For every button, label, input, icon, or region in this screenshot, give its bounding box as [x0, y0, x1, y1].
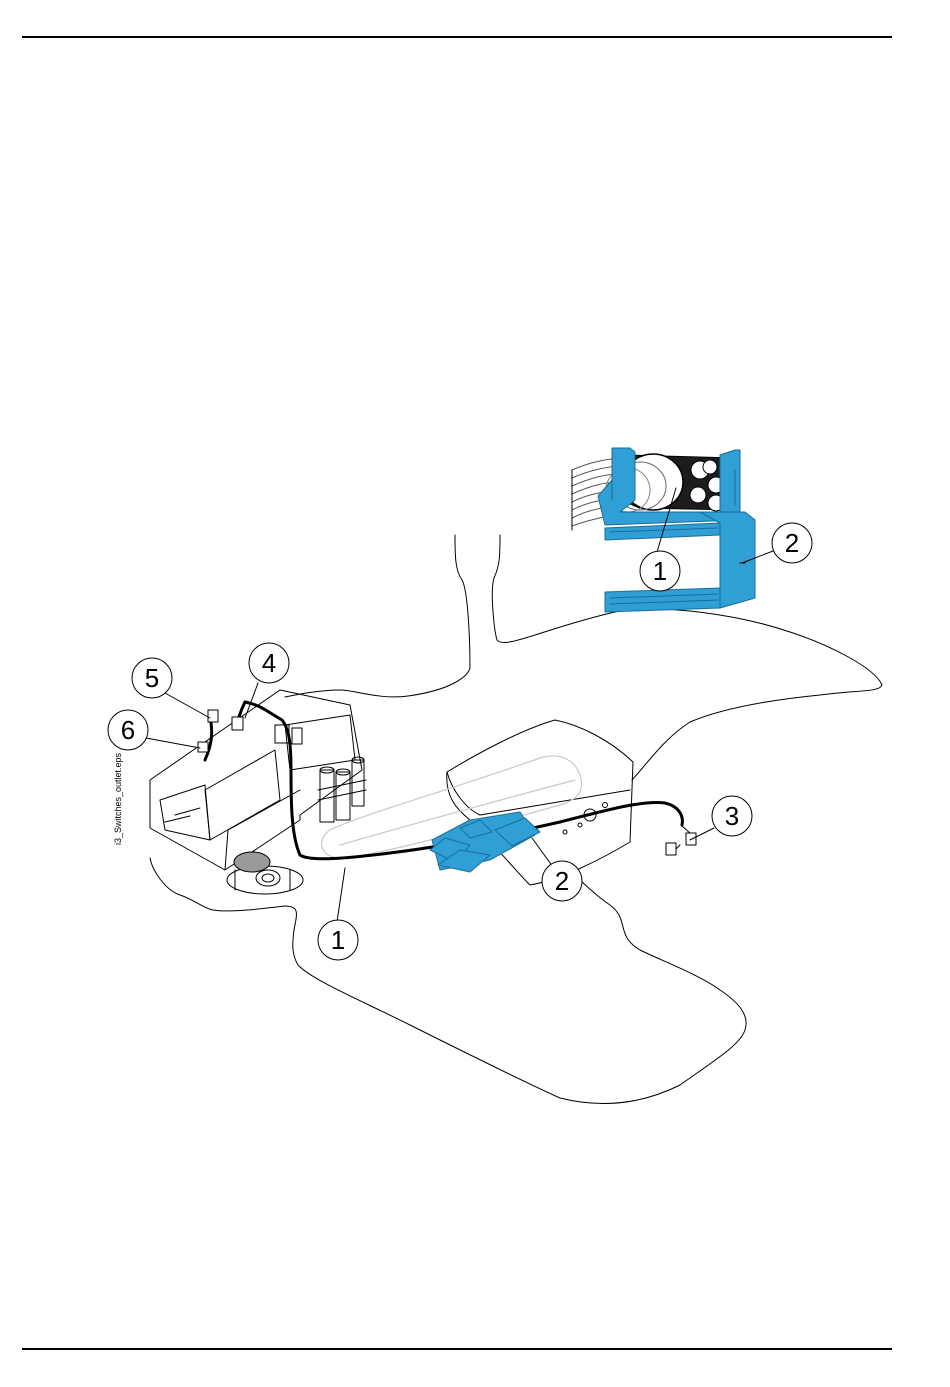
- leader-c2-main: [532, 838, 553, 867]
- connector-4: [232, 717, 243, 730]
- callout-2-main: 2: [555, 866, 569, 896]
- connector-5: [208, 710, 218, 722]
- chair-outline-lower: [150, 858, 746, 1104]
- connector-6: [198, 742, 208, 752]
- callout-1-inset: 1: [653, 556, 667, 586]
- cable-holder-main: [430, 812, 540, 872]
- callout-4: 4: [262, 648, 276, 678]
- callout-1-main: 1: [331, 925, 345, 955]
- leader-c1-main: [337, 868, 345, 922]
- valve-assembly: [227, 852, 303, 894]
- connector-plug: [666, 826, 696, 855]
- callout-2-inset: 2: [785, 528, 799, 558]
- base-unit: [150, 690, 362, 870]
- callout-5: 5: [145, 663, 159, 693]
- filter-regulator: [318, 757, 366, 822]
- leader-c4: [245, 683, 258, 718]
- callout-6: 6: [121, 715, 135, 745]
- chair-outline-upper-right: [492, 535, 882, 780]
- leader-c5: [165, 693, 210, 718]
- leader-c6: [146, 738, 200, 748]
- callout-3: 3: [725, 801, 739, 831]
- file-label: i3_Switches_outlet.eps: [113, 752, 123, 845]
- chair-outline-upper: [285, 535, 470, 697]
